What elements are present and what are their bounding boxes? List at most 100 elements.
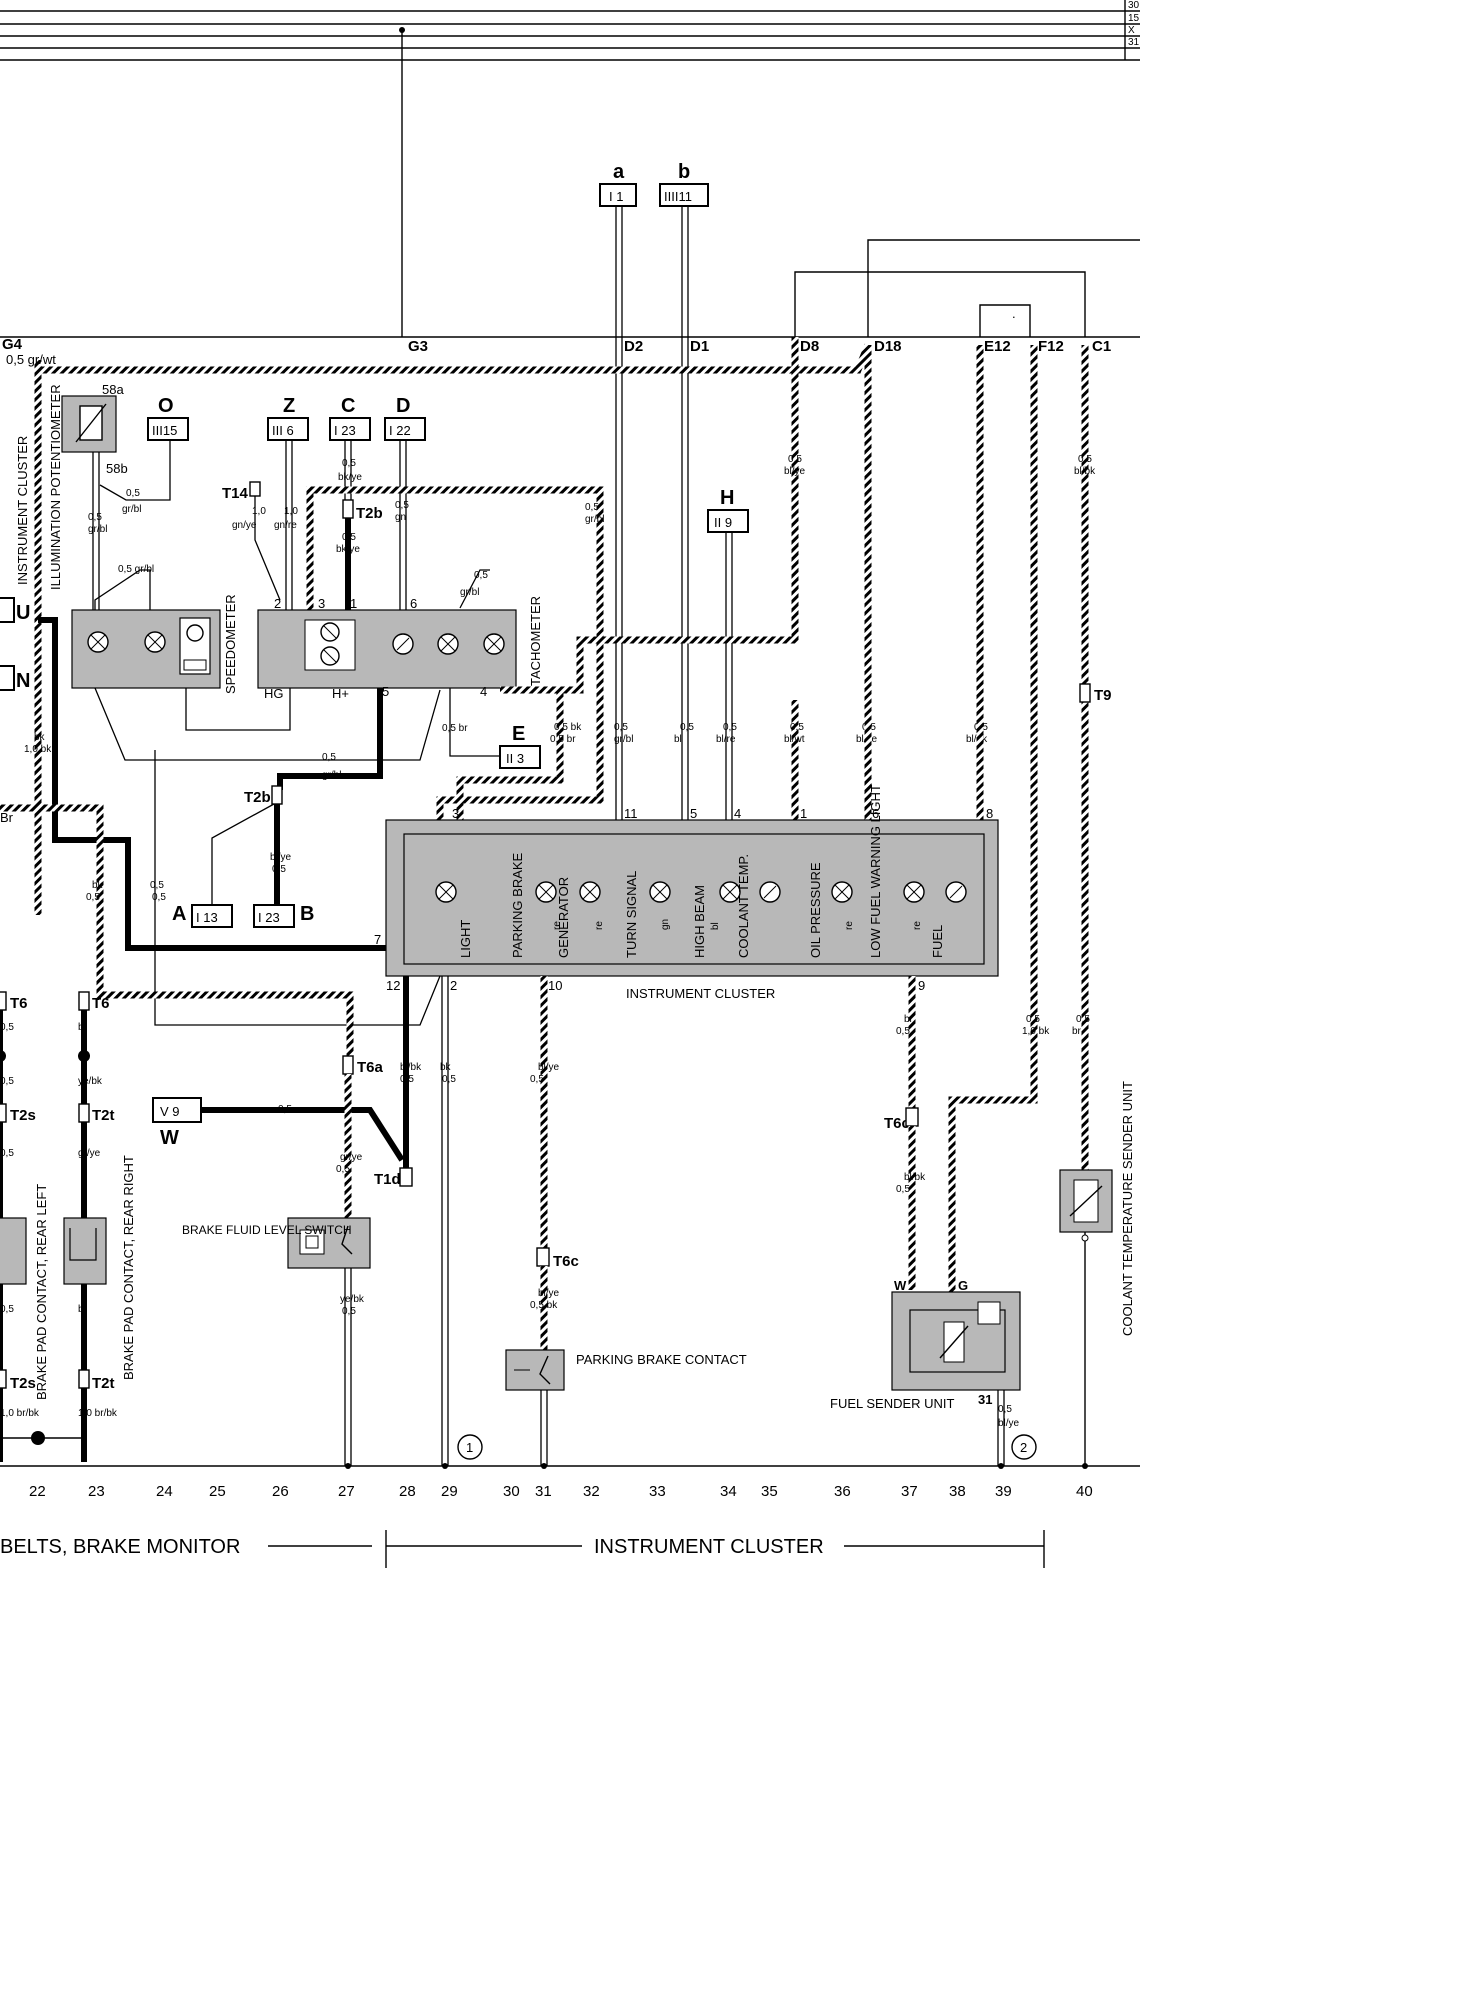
svg-text:bl: bl bbox=[674, 734, 682, 745]
lamp-cross-3-1 bbox=[652, 884, 668, 900]
column-number: 25 bbox=[209, 1483, 226, 1500]
column-number: 28 bbox=[399, 1483, 416, 1500]
svg-text:I 23: I 23 bbox=[334, 423, 356, 438]
column-number: 39 bbox=[995, 1483, 1012, 1500]
wire-gr-wt: 0,5 gr/wt bbox=[6, 352, 56, 367]
svg-text:0,5: 0,5 bbox=[680, 722, 694, 733]
connector-b-lower: I 23 B bbox=[253, 903, 314, 928]
grbl-loop-wire bbox=[306, 486, 604, 820]
svg-text:bl/ye: bl/ye bbox=[998, 1418, 1020, 1429]
svg-text:0,5 br: 0,5 br bbox=[550, 734, 576, 745]
column-number: 24 bbox=[156, 1483, 173, 1500]
svg-text:A: A bbox=[172, 903, 186, 925]
svg-text:31: 31 bbox=[978, 1392, 992, 1407]
column-number: 30 bbox=[503, 1483, 520, 1500]
svg-text:T1d: T1d bbox=[374, 1171, 401, 1188]
svg-text:E: E bbox=[512, 723, 525, 745]
svg-text:0,5: 0,5 bbox=[0, 1148, 14, 1159]
svg-text:II 3: II 3 bbox=[506, 751, 524, 766]
svg-text:4: 4 bbox=[480, 684, 487, 699]
svg-text:0,5 gr/bl: 0,5 gr/bl bbox=[118, 564, 154, 575]
svg-text:bl/ye: bl/ye bbox=[538, 1062, 560, 1073]
color-mark-2: bl bbox=[710, 922, 721, 930]
cluster-indicator-label-2: GENERATOR bbox=[556, 877, 571, 958]
svg-text:ye/bk: ye/bk bbox=[78, 1076, 103, 1087]
d8-wire bbox=[456, 337, 799, 820]
svg-text:H: H bbox=[720, 487, 734, 509]
color-mark-generator: re bbox=[552, 921, 563, 930]
svg-text:0,5 bk: 0,5 bk bbox=[554, 722, 582, 733]
parking-brake-contact: PARKING BRAKE CONTACT bbox=[505, 1349, 747, 1466]
illumination-potentiometer: 58a 58b 0,5 gr/bl 0,5 gr/bl bbox=[61, 382, 171, 610]
svg-text:0,5: 0,5 bbox=[1076, 1014, 1090, 1025]
svg-text:bl/ye: bl/ye bbox=[270, 852, 292, 863]
svg-text:gr/bl: gr/bl bbox=[122, 504, 141, 515]
lamp-cross-2-1 bbox=[582, 884, 598, 900]
connector-c: C I 23 0,5 bk/ye bbox=[329, 395, 371, 483]
column-number: 29 bbox=[441, 1483, 458, 1500]
left-label-u: U bbox=[16, 602, 30, 624]
terminal-t6c3: T6c bl/bk 0,5 bbox=[884, 1107, 926, 1290]
gauge-needle-8 bbox=[949, 885, 963, 899]
svg-text:1,0 bk: 1,0 bk bbox=[1022, 1026, 1050, 1037]
cluster-indicator-label-0: LIGHT bbox=[458, 920, 473, 958]
svg-text:9: 9 bbox=[918, 978, 925, 993]
svg-text:bl/bk: bl/bk bbox=[400, 1062, 422, 1073]
svg-text:0,5: 0,5 bbox=[272, 864, 286, 875]
pot-pin-58b: 58b bbox=[106, 461, 128, 476]
coolant-temperature-sender-unit: COOLANT TEMPERATURE SENDER UNIT bbox=[1059, 1081, 1135, 1466]
terminal-t9: T9 bbox=[1079, 683, 1112, 704]
svg-text:0,5: 0,5 bbox=[88, 512, 102, 523]
column-number: 40 bbox=[1076, 1483, 1093, 1500]
speedometer: SPEEDOMETER bbox=[71, 594, 238, 694]
cluster-indicator-label-1: PARKING BRAKE bbox=[510, 852, 525, 958]
svg-text:11: 11 bbox=[624, 806, 638, 821]
svg-text:Z: Z bbox=[283, 395, 295, 417]
bus-bars: 30 15 X 31 bbox=[0, 0, 1140, 61]
gp-g3: G3 bbox=[408, 338, 428, 355]
svg-text:G: G bbox=[958, 1278, 968, 1293]
svg-text:0,5: 0,5 bbox=[126, 488, 140, 499]
svg-text:0,5: 0,5 bbox=[896, 1184, 910, 1195]
svg-text:0,5: 0,5 bbox=[474, 570, 488, 581]
tachometer: TACHOMETER 2 3 1 6 4 5 HG H+ bbox=[257, 596, 543, 701]
bus-label-30: 30 bbox=[1128, 0, 1140, 11]
illumination-potentiometer-label: ILLUMINATION POTENTIOMETER bbox=[48, 384, 63, 590]
ground-points: G4 G3 D2 D1 D8 D18 E12 F12 C1 bbox=[2, 336, 1111, 355]
column-number: 33 bbox=[649, 1483, 666, 1500]
svg-text:0,5: 0,5 bbox=[530, 1074, 544, 1085]
cluster-indicator-label-5: COOLANT TEMP. bbox=[736, 854, 751, 958]
title-instrument-cluster: INSTRUMENT CLUSTER bbox=[594, 1536, 824, 1558]
svg-text:1: 1 bbox=[350, 596, 357, 611]
svg-text:bl/re: bl/re bbox=[716, 734, 736, 745]
svg-text:0,5: 0,5 bbox=[723, 722, 737, 733]
bus-label-15: 15 bbox=[1128, 13, 1140, 24]
svg-text:br: br bbox=[904, 1014, 914, 1025]
svg-text:gn: gn bbox=[395, 512, 406, 523]
svg-text:3: 3 bbox=[318, 596, 325, 611]
svg-text:III15: III15 bbox=[152, 423, 177, 438]
svg-text:0,5: 0,5 bbox=[998, 1404, 1012, 1415]
svg-text:FUEL SENDER UNIT: FUEL SENDER UNIT bbox=[830, 1396, 955, 1411]
svg-text:12: 12 bbox=[386, 978, 400, 993]
svg-text:0,5: 0,5 bbox=[86, 892, 100, 903]
svg-text:10: 10 bbox=[548, 978, 562, 993]
svg-text:8: 8 bbox=[986, 806, 993, 821]
connector-d: D I 22 0,5 gn bbox=[384, 395, 426, 610]
column-number: 35 bbox=[761, 1483, 778, 1500]
svg-text:bl/wt: bl/wt bbox=[784, 734, 805, 745]
svg-text:II 9: II 9 bbox=[714, 515, 732, 530]
gp-d1: D1 bbox=[690, 338, 709, 355]
section-titles: BELTS, BRAKE MONITOR INSTRUMENT CLUSTER bbox=[0, 1530, 1045, 1568]
svg-text:0,5: 0,5 bbox=[0, 1022, 14, 1033]
circle-marker-2: 2 bbox=[1011, 1434, 1037, 1460]
svg-text:0,5: 0,5 bbox=[585, 502, 599, 513]
column-number: 23 bbox=[88, 1483, 105, 1500]
tachometer-label: TACHOMETER bbox=[528, 596, 543, 686]
svg-text:a: a bbox=[613, 161, 625, 183]
bus-junction bbox=[399, 27, 405, 33]
svg-text:T2b: T2b bbox=[356, 505, 383, 522]
gp-c1: C1 bbox=[1092, 338, 1111, 355]
svg-text:0,5: 0,5 bbox=[896, 1026, 910, 1037]
